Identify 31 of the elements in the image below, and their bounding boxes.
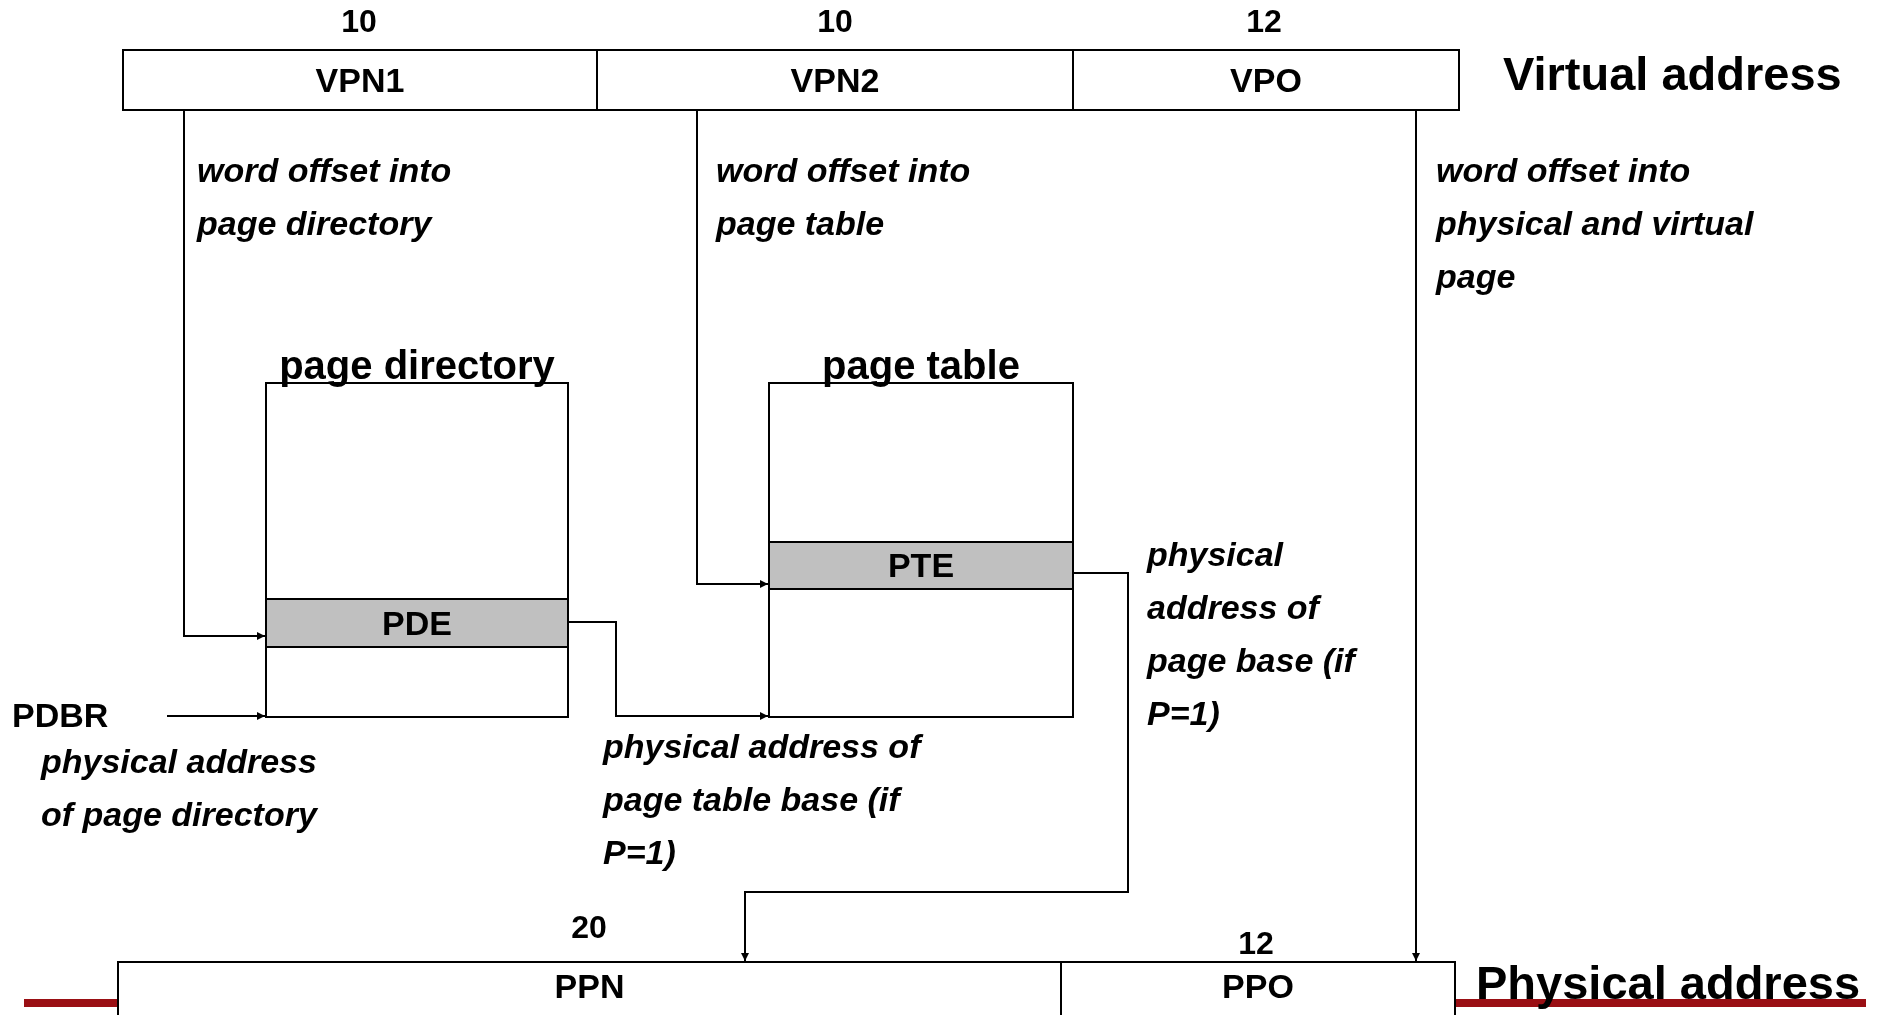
- section-title: Virtual address: [1503, 46, 1842, 101]
- field-name: VPO: [1230, 60, 1302, 100]
- field-name: PPN: [554, 967, 625, 1006]
- bit-width-label: 10: [341, 3, 377, 40]
- arrow: [568, 621, 769, 720]
- bit-width-label: 12: [1238, 925, 1274, 962]
- register-name: PDBR: [12, 695, 109, 735]
- table-entry-row: [768, 541, 1074, 590]
- field-name: VPN1: [315, 60, 405, 100]
- annotation-text: physical address of page table base (if P=1): [603, 720, 933, 879]
- annotation-text: word offset into page directory: [197, 150, 453, 244]
- field-name: PPO: [1222, 967, 1294, 1006]
- annotation-text: physical address of page base (if P=1): [1147, 528, 1382, 740]
- annotation-text: word offset into physical and virtual page: [1436, 150, 1755, 297]
- arrow: [166, 712, 266, 720]
- table-heading: page directory: [279, 343, 555, 388]
- section-title: Physical address: [1476, 955, 1861, 1010]
- field-name: PTE: [887, 546, 955, 585]
- annotation-text: physical address of page directory: [41, 741, 319, 835]
- bit-width-label: 20: [571, 909, 607, 946]
- bit-width-label: 12: [1246, 3, 1282, 40]
- field-name: PDE: [382, 603, 452, 643]
- arrow: [696, 110, 769, 588]
- arrow: [741, 572, 1129, 962]
- table-heading: page table: [822, 343, 1020, 388]
- arrow: [183, 110, 266, 640]
- bit-width-label: 10: [817, 3, 853, 40]
- arrow: [1412, 110, 1420, 962]
- annotation-text: word offset into page table: [716, 150, 972, 244]
- table-entry-row: [265, 598, 569, 648]
- field-name: VPN2: [790, 60, 880, 100]
